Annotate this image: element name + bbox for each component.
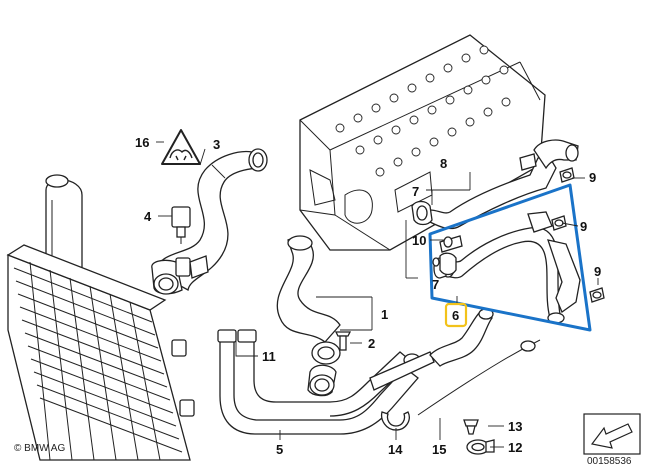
- cable-tie-15: [417, 339, 541, 416]
- callout-13: 13: [508, 419, 522, 434]
- cam-cover-bolts: [335, 45, 511, 177]
- clip-14: [380, 411, 410, 431]
- callout-12: 12: [508, 440, 522, 455]
- expanding-rivet-13: [463, 419, 479, 435]
- callout-2: 2: [368, 336, 375, 351]
- callout-4: 4: [144, 209, 152, 224]
- lower-radiator-hose: [276, 235, 341, 397]
- callout-15: 15: [432, 442, 446, 457]
- o-ring-10: [432, 236, 453, 267]
- temperature-sensor: [171, 206, 191, 244]
- callout-14: 14: [388, 442, 403, 457]
- copyright-text: © BMW AG: [14, 443, 65, 454]
- callout-10: 10: [412, 233, 426, 248]
- bolt-9c: [589, 287, 605, 303]
- coolant-pipe-assembly: [217, 329, 435, 435]
- callout-1: 1: [381, 307, 388, 322]
- callout-9c: 9: [594, 264, 601, 279]
- callout-6-highlight: [444, 302, 468, 328]
- callout-11: 11: [262, 349, 276, 364]
- highlight-outline: [428, 183, 592, 332]
- expansion-tank: [45, 174, 83, 272]
- callout-7b: 7: [432, 277, 439, 292]
- bolt-9a: [559, 167, 575, 183]
- warning-triangle-icon: [161, 129, 201, 165]
- hose-clamp-12: [466, 439, 495, 455]
- hose-connector-7b: [439, 252, 457, 276]
- callout-16: 16: [135, 135, 149, 150]
- diagram-number: 00158536: [587, 456, 632, 467]
- callout-6: 6: [452, 308, 459, 323]
- callout-9a: 9: [589, 170, 596, 185]
- callout-3: 3: [213, 137, 220, 152]
- callout-5: 5: [276, 442, 283, 457]
- hose-6: [429, 308, 494, 367]
- callout-7a: 7: [412, 184, 419, 199]
- water-pipe-upper: [429, 139, 579, 230]
- radiator: [6, 244, 195, 461]
- callout-9b: 9: [580, 219, 587, 234]
- direction-arrow-icon: [583, 413, 641, 455]
- bolt-9b: [551, 215, 567, 231]
- callout-8: 8: [440, 156, 447, 171]
- upper-radiator-hose: [151, 148, 268, 295]
- screw: [334, 331, 352, 351]
- hose-connector-7a: [411, 200, 433, 226]
- leader-lines: [156, 141, 599, 448]
